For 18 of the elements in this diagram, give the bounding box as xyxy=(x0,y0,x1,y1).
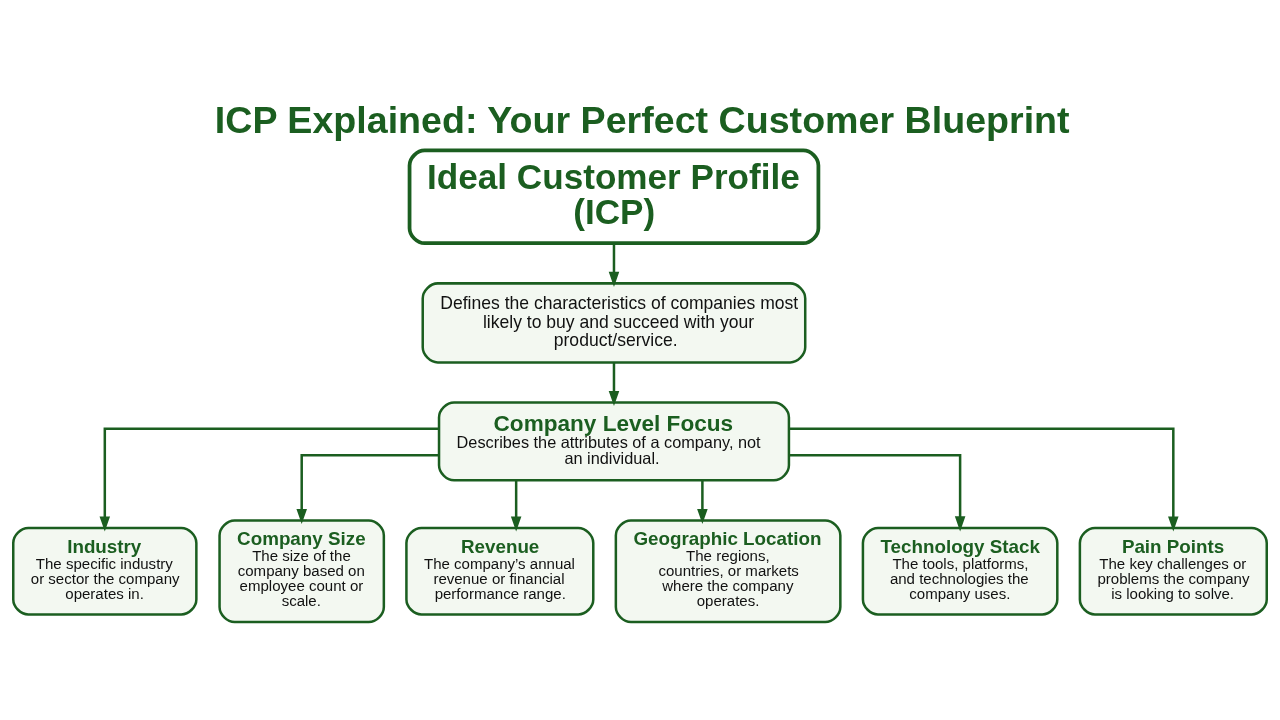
node-box: Company Level Focus Describes the attributes of a company, not an individual. xyxy=(437,400,791,482)
arrow xyxy=(789,427,1179,531)
node-box: Ideal Customer Profile (ICP) xyxy=(407,148,821,245)
arrow xyxy=(510,479,522,532)
node-box: Geographic Location The regions, countries, or markets where the company operates. xyxy=(614,518,842,623)
node-box: Pain Points The key challenges or problems the company is looking to solve. xyxy=(1078,526,1268,616)
arrow xyxy=(608,362,620,406)
arrow xyxy=(789,453,966,531)
arrow xyxy=(608,242,620,287)
node-box: Technology Stack The tools, platforms, and technologies the company uses. xyxy=(861,526,1059,616)
node-box: Defines the characteristics of companies most likely to buy and succeed with your product/service. xyxy=(421,281,807,364)
diagram-title: ICP Explained: Your Perfect Customer Blueprint xyxy=(214,98,1070,141)
node-box: Industry The specific industry or sector the company operates in. xyxy=(12,526,198,616)
node-box: Revenue The company’s annual revenue or financial performance range. xyxy=(405,526,595,616)
arrow xyxy=(697,479,708,524)
node-box: Company Size The size of the company based on employee count or scale. xyxy=(218,518,386,623)
arrow xyxy=(296,453,439,524)
arrow xyxy=(99,427,439,531)
